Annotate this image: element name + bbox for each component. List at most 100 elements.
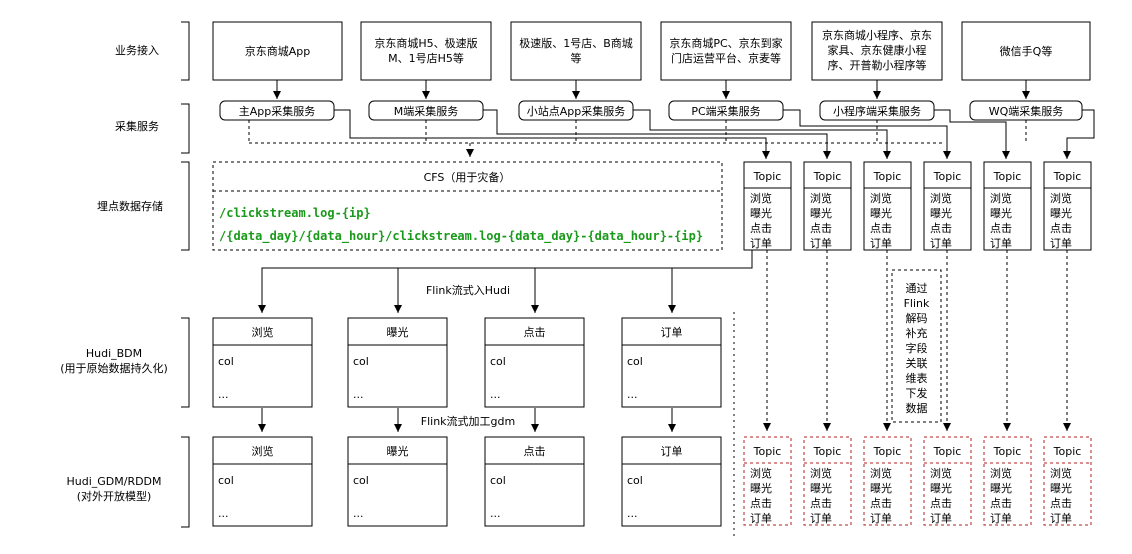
svg-text:Flink: Flink [904, 297, 930, 310]
topic-item: 点击 [990, 222, 1012, 235]
svg-text:京东商城H5、极速版: 京东商城H5、极速版 [374, 36, 477, 50]
svg-text:京东商城App: 京东商城App [245, 44, 311, 58]
row-labels: 业务接入 采集服务 埋点数据存储 Hudi_BDM (用于原始数据持久化) Hu… [60, 44, 168, 503]
topic-item: 订单 [870, 237, 892, 250]
svg-text:门店运营平台、京麦等: 门店运营平台、京麦等 [671, 51, 781, 65]
hudi-table: 曝光col... [347, 317, 448, 408]
cfs-title: CFS（用于灾备） [424, 170, 511, 184]
topic-boxes-bottom: Topic浏览曝光点击订单Topic浏览曝光点击订单Topic浏览曝光点击订单T… [743, 436, 1092, 526]
table-col: col [490, 474, 506, 487]
topic-item: 订单 [990, 237, 1012, 250]
hudi-bdm-tables: 浏览col...曝光col...点击col...订单col... [212, 317, 722, 408]
topic-item: 曝光 [930, 481, 952, 495]
topic-item: 订单 [930, 237, 952, 250]
service-box: 小站点App采集服务 [518, 100, 634, 121]
table-col: col [627, 474, 643, 487]
topic-item: 浏览 [990, 191, 1012, 205]
topic-item: 点击 [810, 497, 832, 510]
row-brackets [181, 21, 190, 528]
business-box: 微信手Q等 [961, 21, 1091, 81]
topic-item: 曝光 [750, 206, 772, 220]
row-label-gdm: Hudi_GDM/RDDM [66, 475, 161, 488]
svg-text:补充: 补充 [906, 326, 928, 340]
topic-item: 浏览 [1050, 466, 1072, 480]
topic-item: 曝光 [1050, 481, 1072, 495]
business-box: 京东商城H5、极速版 M、1号店H5等 [360, 21, 492, 81]
table-more: ... [627, 388, 638, 401]
row-label-collect: 采集服务 [115, 119, 159, 133]
service-boxes: 主App采集服务 M端采集服务 小站点App采集服务 PC端采集服务 小程序端采… [219, 100, 1083, 121]
dashed-topic-to-topic [763, 250, 1071, 431]
topic-item: 订单 [810, 512, 832, 525]
svg-text:微信手Q等: 微信手Q等 [1000, 44, 1053, 58]
hudi-gdm-tables: 浏览col...曝光col...点击col...订单col... [212, 436, 722, 527]
topic-item: 浏览 [930, 466, 952, 480]
table-name: 浏览 [252, 325, 274, 339]
topic-item: 曝光 [810, 206, 832, 220]
service-box: WQ端采集服务 [969, 100, 1083, 121]
cfs-box: CFS（用于灾备） /clickstream.log-{ip} /{data_d… [212, 161, 723, 251]
svg-text:字段: 字段 [906, 341, 928, 355]
topic-title: Topic [813, 445, 842, 458]
svg-text:京东商城小程序、京东: 京东商城小程序、京东 [822, 28, 932, 42]
topic-title: Topic [1053, 445, 1082, 458]
topic-item: 点击 [990, 497, 1012, 510]
table-name: 曝光 [387, 325, 409, 339]
svg-text:序、开普勒小程序等: 序、开普勒小程序等 [828, 58, 927, 72]
table-more: ... [218, 388, 229, 401]
row-label-business: 业务接入 [115, 44, 159, 57]
topic-item: 点击 [870, 222, 892, 235]
svg-text:小站点App采集服务: 小站点App采集服务 [527, 104, 626, 118]
svg-text:解码: 解码 [906, 311, 928, 325]
topic-item: 订单 [810, 237, 832, 250]
table-col: col [218, 355, 234, 368]
table-name: 点击 [524, 326, 546, 339]
topic-item: 订单 [1050, 512, 1072, 525]
arrows-service-to-topic [334, 109, 1095, 159]
table-col: col [353, 355, 369, 368]
topic-boxes-top: Topic浏览曝光点击订单Topic浏览曝光点击订单Topic浏览曝光点击订单T… [743, 161, 1092, 251]
topic-title: Topic [873, 170, 902, 183]
table-name: 曝光 [387, 444, 409, 458]
topic-item: 曝光 [870, 481, 892, 495]
topic-item: 曝光 [1050, 206, 1072, 220]
svg-text:家具、京东健康小程: 家具、京东健康小程 [828, 43, 927, 57]
topic-item: 订单 [870, 512, 892, 525]
hudi-table: 曝光col... [347, 436, 448, 527]
table-more: ... [218, 507, 229, 520]
business-box: 极速版、1号店、B商城 等 [510, 21, 642, 81]
hudi-table: 浏览col... [212, 436, 313, 527]
table-col: col [490, 355, 506, 368]
row-label-bdm: Hudi_BDM [86, 347, 142, 360]
service-box: 主App采集服务 [219, 100, 335, 121]
topic-item: 浏览 [1050, 191, 1072, 205]
decode-note: 通过 Flink 解码 补充 字段 关联 维表 下发 数据 [891, 269, 942, 423]
table-col: col [627, 355, 643, 368]
flink-hudi-flow [258, 250, 753, 313]
table-more: ... [490, 388, 501, 401]
topic-item: 点击 [1050, 222, 1072, 235]
topic-item: 点击 [930, 497, 952, 510]
row-label-bdm-sub: (用于原始数据持久化) [60, 361, 168, 375]
arrows-business-to-service [273, 80, 1030, 99]
topic-title: Topic [933, 170, 962, 183]
svg-text:下发: 下发 [906, 386, 928, 400]
hudi-table: 点击col... [484, 436, 585, 527]
topic-item: 浏览 [930, 191, 952, 205]
topic-item: 浏览 [870, 191, 892, 205]
topic-item: 点击 [1050, 497, 1072, 510]
topic-item: 订单 [750, 237, 772, 250]
topic-title: Topic [813, 170, 842, 183]
topic-item: 订单 [930, 512, 952, 525]
service-box: PC端采集服务 [668, 100, 784, 121]
row-label-storage: 埋点数据存储 [97, 199, 163, 213]
